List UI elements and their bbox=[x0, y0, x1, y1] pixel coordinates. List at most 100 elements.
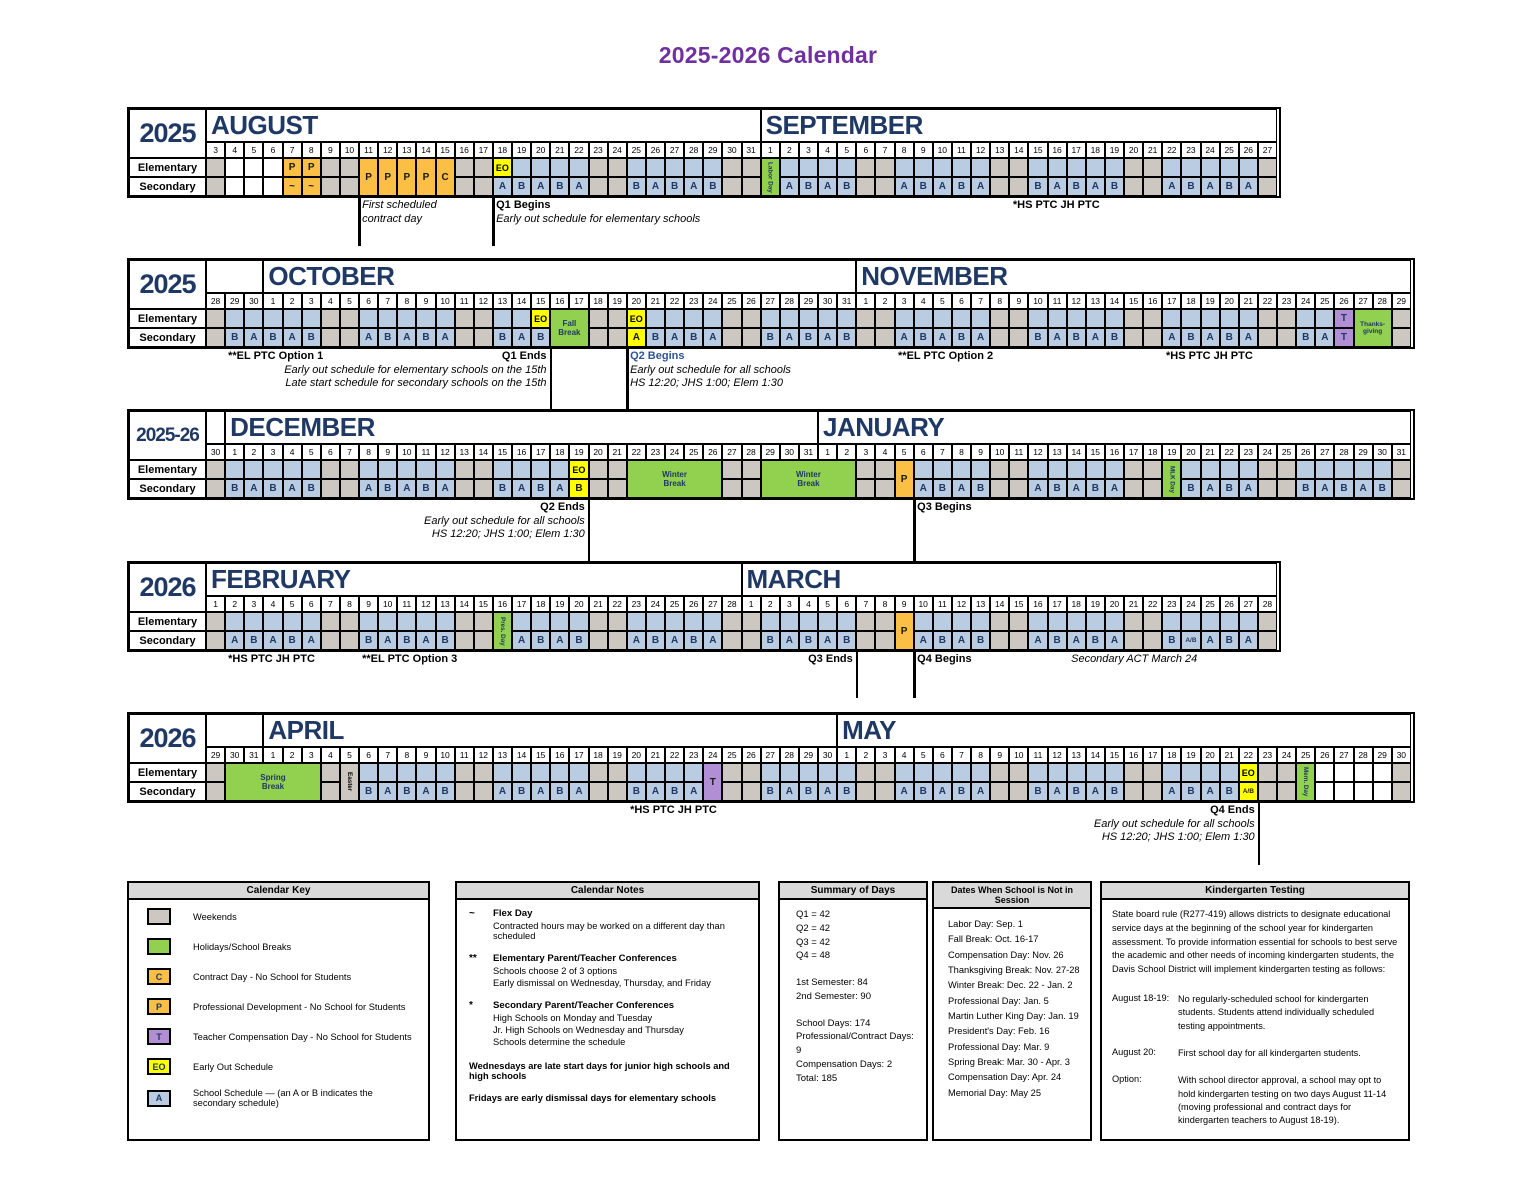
day-cell-label: A bbox=[938, 181, 946, 192]
day-number: 17 bbox=[531, 444, 551, 460]
secondary-day-cell: B bbox=[837, 177, 857, 196]
secondary-day-cell: B bbox=[971, 631, 991, 650]
secondary-day-cell bbox=[206, 479, 226, 498]
day-cell-label: A bbox=[422, 635, 430, 646]
annotation: Secondary ACT March 24 bbox=[1071, 653, 1198, 665]
secondary-day-cell: A bbox=[244, 328, 264, 347]
day-number: 24 bbox=[703, 293, 723, 309]
day-cell-label: B bbox=[938, 483, 946, 494]
elementary-day-cell bbox=[531, 460, 551, 479]
secondary-day-cell: A bbox=[282, 328, 302, 347]
elementary-day-cell bbox=[339, 612, 359, 631]
day-number: 24 bbox=[1277, 747, 1297, 763]
secondary-day-cell: A bbox=[569, 782, 589, 801]
day-number: 4 bbox=[818, 142, 838, 158]
secondary-day-cell bbox=[339, 328, 359, 347]
day-number: 3 bbox=[856, 444, 876, 460]
elementary-day-cell: T bbox=[1334, 309, 1354, 328]
day-cell-label: A bbox=[785, 332, 793, 343]
day-number: 13 bbox=[1047, 444, 1067, 460]
secondary-day-cell: A bbox=[971, 177, 991, 196]
day-number: 10 bbox=[990, 444, 1010, 460]
day-number: 1 bbox=[225, 444, 245, 460]
day-number: 17 bbox=[1066, 142, 1086, 158]
spacer bbox=[796, 1004, 916, 1017]
secondary-day-cell bbox=[320, 177, 340, 196]
secondary-day-cell: A bbox=[550, 479, 570, 498]
day-number: 2 bbox=[856, 747, 876, 763]
elementary-day-cell bbox=[378, 460, 398, 479]
day-number: 26 bbox=[703, 444, 723, 460]
month-title-january: JANUARY bbox=[818, 411, 1411, 444]
secondary-day-cell bbox=[856, 631, 876, 650]
day-cell-label: B bbox=[269, 483, 277, 494]
day-number: 15 bbox=[1085, 444, 1105, 460]
annotation: **EL PTC Option 1 bbox=[228, 350, 324, 362]
elementary-day-cell bbox=[1238, 612, 1258, 631]
elementary-day-cell bbox=[1047, 612, 1067, 631]
secondary-day-cell: B bbox=[378, 328, 398, 347]
secondary-day-cell: B bbox=[1028, 328, 1048, 347]
day-number: 19 bbox=[1104, 142, 1124, 158]
elementary-day-cell bbox=[1353, 460, 1373, 479]
day-cell-label: A bbox=[384, 635, 392, 646]
secondary-day-cell: B bbox=[798, 631, 818, 650]
elementary-day-cell bbox=[703, 158, 723, 177]
secondary-day-cell bbox=[1009, 328, 1029, 347]
day-number: 10 bbox=[378, 596, 398, 612]
day-number: 28 bbox=[779, 747, 799, 763]
note-line: Early dismissal on Wednesday, Thursday, … bbox=[493, 978, 711, 988]
day-number: 3 bbox=[798, 142, 818, 158]
day-number: 30 bbox=[1391, 747, 1411, 763]
elementary-day-cell bbox=[913, 309, 933, 328]
elementary-day-cell bbox=[473, 460, 493, 479]
elementary-day-cell bbox=[531, 158, 551, 177]
day-cell-label: B bbox=[843, 635, 851, 646]
secondary-day-cell: A bbox=[225, 631, 245, 650]
secondary-day-cell: A bbox=[1238, 177, 1258, 196]
secondary-day-cell: A bbox=[1028, 631, 1048, 650]
secondary-day-cell: A bbox=[1047, 328, 1067, 347]
elementary-day-cell bbox=[225, 612, 245, 631]
elementary-day-cell bbox=[645, 158, 665, 177]
elementary-day-cell bbox=[645, 612, 665, 631]
day-cell-label: A bbox=[537, 786, 545, 797]
day-number: 19 bbox=[1162, 444, 1182, 460]
day-cell-label: B bbox=[804, 635, 813, 646]
secondary-day-cell bbox=[856, 177, 876, 196]
day-cell-label: B bbox=[384, 332, 392, 343]
elementary-day-cell bbox=[1200, 309, 1220, 328]
day-number: 29 bbox=[1391, 293, 1411, 309]
day-cell-label: EO bbox=[534, 313, 548, 324]
secondary-day-cell: A bbox=[703, 631, 723, 650]
secondary-day-cell bbox=[588, 479, 608, 498]
day-number: 4 bbox=[875, 444, 895, 460]
elementary-day-cell bbox=[1085, 612, 1105, 631]
secondary-day-cell: B bbox=[550, 782, 570, 801]
day-cell-label: A bbox=[919, 483, 927, 494]
elementary-day-cell bbox=[760, 763, 780, 782]
elementary-day-cell bbox=[588, 460, 608, 479]
secondary-day-cell: B bbox=[626, 782, 646, 801]
day-cell-label: A bbox=[651, 786, 660, 797]
elementary-day-cell bbox=[531, 763, 551, 782]
key-item-label: Early Out Schedule bbox=[193, 1061, 274, 1072]
day-number: 6 bbox=[951, 293, 971, 309]
merged-day-cell: P bbox=[397, 158, 417, 196]
secondary-day-cell: B bbox=[1181, 782, 1201, 801]
day-number: 6 bbox=[837, 596, 857, 612]
day-cell-label: A bbox=[900, 332, 908, 343]
secondary-day-cell bbox=[607, 782, 627, 801]
secondary-day-cell: A bbox=[779, 177, 799, 196]
kindergarten-entry-term: August 20: bbox=[1112, 1047, 1156, 1058]
merged-day-label: C bbox=[441, 171, 449, 183]
day-cell-label: B bbox=[1053, 483, 1061, 494]
day-number: 2 bbox=[225, 596, 245, 612]
secondary-day-cell: B bbox=[1104, 328, 1124, 347]
